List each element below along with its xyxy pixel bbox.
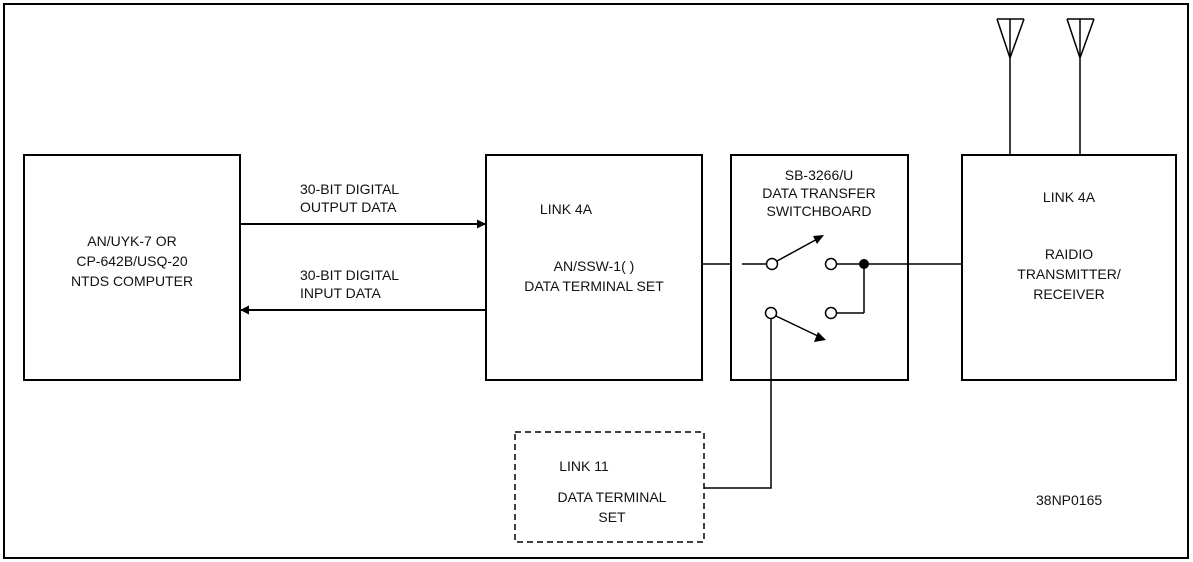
link11-label-line-2: SET (598, 509, 626, 525)
antenna-icon (996, 18, 1025, 155)
output-arrow-label-line-2: OUTPUT DATA (300, 199, 397, 215)
computer-label-line-2: CP-642B/USQ-20 (76, 253, 187, 269)
radio-label-line-1: RAIDIO (1045, 246, 1093, 262)
switchboard-label-line-2: DATA TRANSFER (762, 185, 876, 201)
dts-label-line-2: DATA TERMINAL SET (524, 278, 664, 294)
dts-title: LINK 4A (540, 201, 593, 217)
switchboard-to-link11-line (704, 380, 772, 489)
figure-id: 38NP0165 (1036, 492, 1102, 508)
input-data-arrow: 30-BIT DIGITAL INPUT DATA (240, 267, 486, 315)
diagram-frame (3, 3, 1189, 559)
output-arrow-label-line-1: 30-BIT DIGITAL (300, 181, 399, 197)
link11-title: LINK 11 (559, 458, 609, 474)
switchboard-label-line-3: SWITCHBOARD (767, 203, 872, 219)
link11-block: LINK 11 DATA TERMINAL SET (514, 431, 705, 543)
input-arrow-label-line-1: 30-BIT DIGITAL (300, 267, 399, 283)
radio-label-line-2: TRANSMITTER/ (1017, 266, 1121, 282)
input-arrow-label-line-2: INPUT DATA (300, 285, 382, 301)
antenna-icon (1066, 18, 1095, 155)
radio-label-line-3: RECEIVER (1033, 286, 1105, 302)
switchboard-block: SB-3266/U DATA TRANSFER SWITCHBOARD (730, 154, 909, 381)
dts-label-line-1: AN/SSW-1( ) (554, 258, 635, 274)
radio-title: LINK 4A (1043, 189, 1096, 205)
switch-contacts (742, 235, 908, 380)
computer-label-line-1: AN/UYK-7 OR (87, 233, 176, 249)
computer-label-line-3: NTDS COMPUTER (71, 273, 193, 289)
data-terminal-set-block: LINK 4A AN/SSW-1( ) DATA TERMINAL SET (485, 154, 703, 381)
link11-label-line-1: DATA TERMINAL (558, 489, 667, 505)
output-data-arrow: 30-BIT DIGITAL OUTPUT DATA (240, 181, 486, 229)
ntds-computer-block: AN/UYK-7 OR CP-642B/USQ-20 NTDS COMPUTER (23, 154, 241, 381)
radio-block: LINK 4A RAIDIO TRANSMITTER/ RECEIVER (961, 154, 1177, 381)
switchboard-label-line-1: SB-3266/U (785, 167, 853, 183)
